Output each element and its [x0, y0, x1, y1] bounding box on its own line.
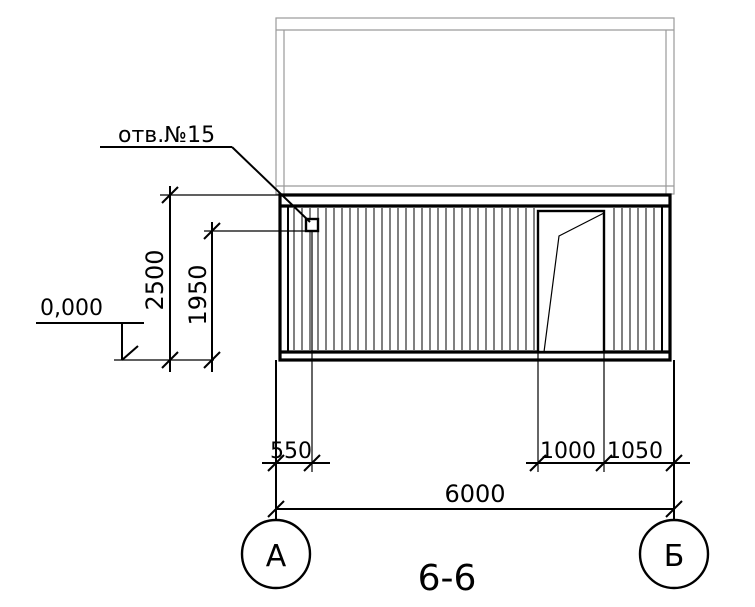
level-mark-label: 0,000: [40, 296, 103, 321]
dim-door-offset-label: 1050: [607, 439, 663, 464]
axis-a: [240, 518, 312, 590]
extension-lines: [275, 231, 675, 520]
dim-overall: [267, 500, 683, 518]
container-wall: [278, 193, 672, 362]
door: [536, 209, 606, 354]
axis-b: [638, 518, 710, 590]
axis-a-label: А: [266, 539, 287, 574]
opening-leader: [100, 146, 311, 223]
dim-door-width-label: 1000: [540, 439, 596, 464]
dim-opening-offset-label: 550: [270, 439, 312, 464]
upper-frame: [275, 17, 675, 195]
dim-wall-height-label: 2500: [141, 249, 169, 310]
dim-row-detail: [262, 454, 690, 472]
dim-wall-height: [160, 186, 280, 372]
dim-opening-height: [203, 222, 306, 372]
axis-b-label: Б: [664, 539, 685, 574]
level-mark: [36, 322, 214, 361]
section-title: 6-6: [418, 558, 477, 599]
dim-overall-label: 6000: [444, 480, 505, 508]
dim-opening-height-label: 1950: [184, 264, 212, 325]
opening-label: отв.№15: [118, 123, 215, 148]
